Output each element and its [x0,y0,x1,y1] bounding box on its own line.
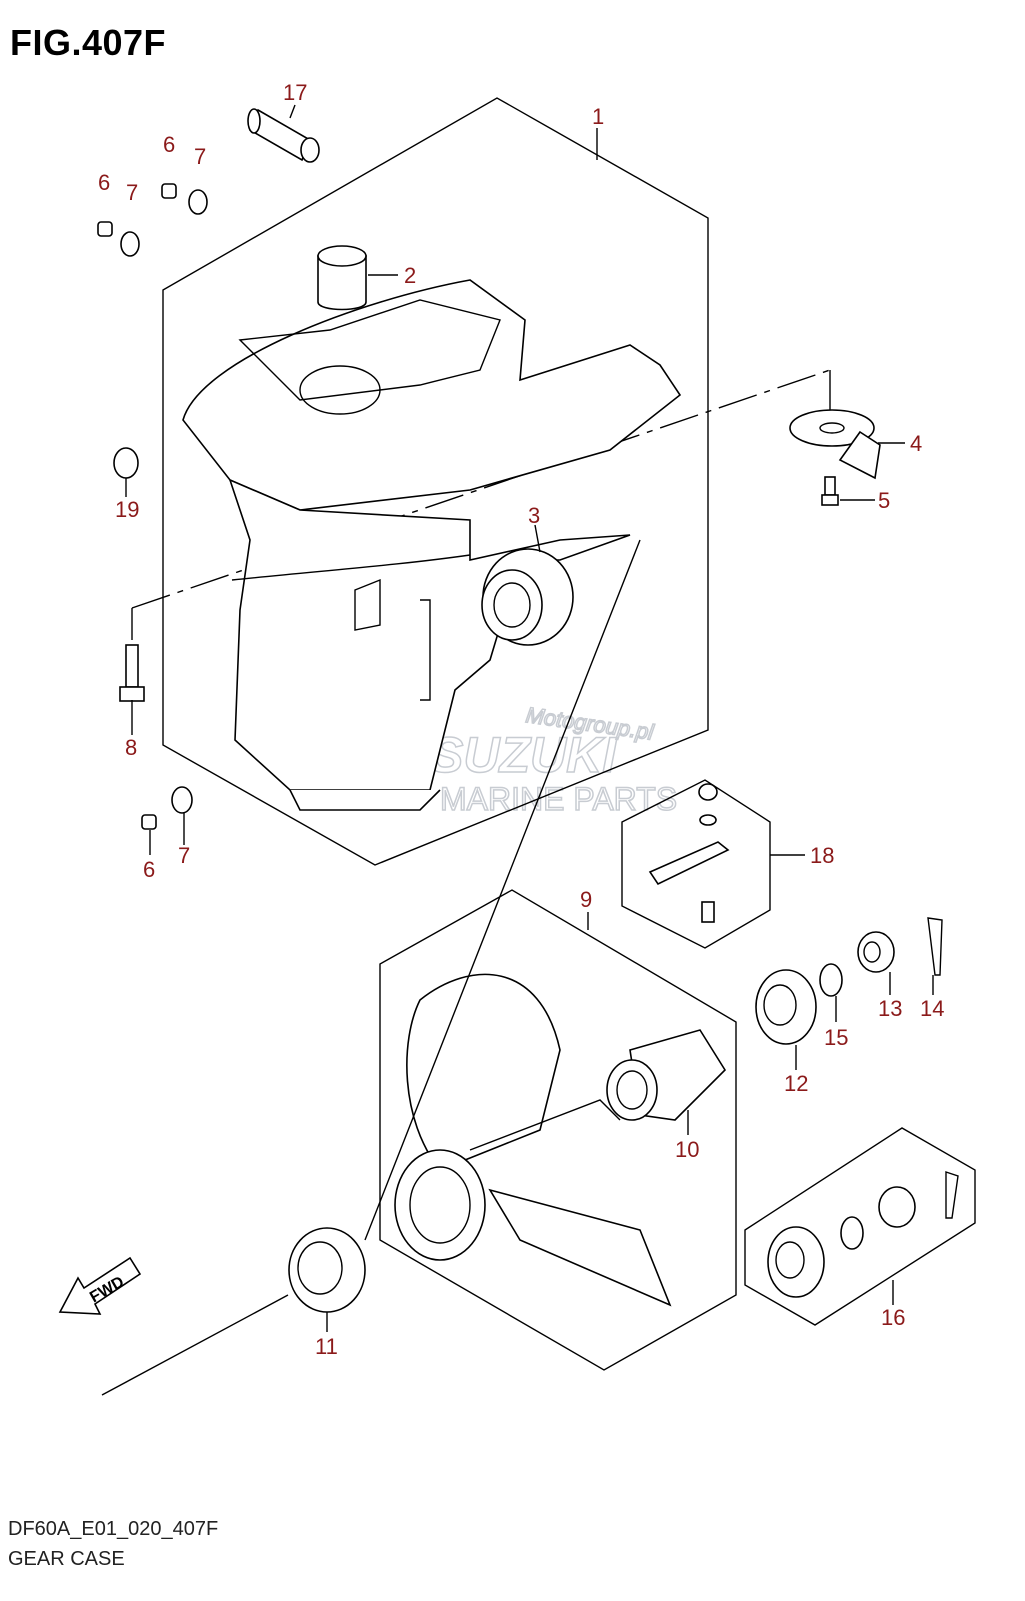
screws-washers [97,183,208,830]
part-18-kit-box [621,779,771,949]
callout-19: 19 [115,497,139,522]
callout-14: 14 [920,996,944,1021]
callout-6b: 6 [163,132,175,157]
callout-labels: 1 2 3 4 5 6 6 6 7 7 7 8 9 10 11 12 13 14… [98,80,944,1359]
part-11-spacer [288,1227,366,1313]
part-1-outline [162,97,709,866]
leader-lines [101,104,934,1396]
callout-16: 16 [881,1305,905,1330]
figure-title: FIG.407F [10,22,167,63]
callout-15: 15 [824,1025,848,1050]
callout-4: 4 [910,431,922,456]
part-16-kit [767,1171,959,1298]
callout-12: 12 [784,1071,808,1096]
part-9-propeller [394,973,672,1307]
fwd-arrow: FWD [58,1256,142,1315]
part-9-prop-box [379,889,737,1371]
part-18-kit [648,783,730,923]
part-4-anode [789,409,881,480]
callout-7a: 7 [126,180,138,205]
part-10-bushing [606,1029,727,1121]
callout-9: 9 [580,887,592,912]
callout-1: 1 [592,104,604,129]
part-19-grommet [113,447,139,479]
part-14-pin [927,917,943,976]
watermark-brand: SUZUKI [430,727,617,783]
callout-7c: 7 [178,843,190,868]
callout-5: 5 [878,488,890,513]
callout-3: 3 [528,503,540,528]
watermark-sub: MARINE PARTS [440,781,677,817]
callout-18: 18 [810,843,834,868]
figure-name: GEAR CASE [8,1548,125,1570]
part-3-bearing [481,548,574,646]
callout-13: 13 [878,996,902,1021]
part-8-bolt [119,644,145,702]
callout-10: 10 [675,1137,699,1162]
callout-7b: 7 [194,144,206,169]
callout-2: 2 [404,263,416,288]
part-16-kit-box [744,1127,976,1326]
callout-17: 17 [283,80,307,105]
callout-11: 11 [315,1334,338,1359]
part-5-bolt [821,476,839,506]
part-12-washer [755,969,817,1045]
part-2-bushing [317,245,367,311]
figure-code: DF60A_E01_020_407F [8,1518,219,1540]
part-13-nut [857,931,895,973]
callout-6a: 6 [98,170,110,195]
part-15-washer [819,963,843,997]
callout-8: 8 [125,735,137,760]
part-17-plug [247,108,320,163]
callout-6c: 6 [143,857,155,882]
